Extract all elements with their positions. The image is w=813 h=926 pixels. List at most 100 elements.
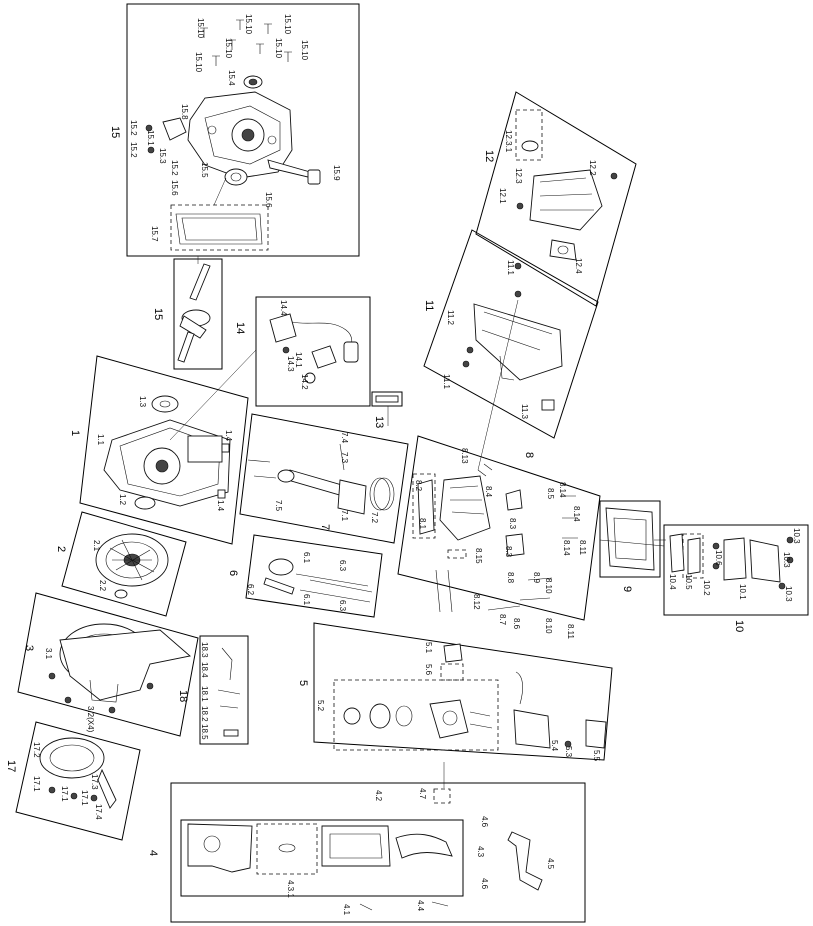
group-16-crankshaft: 15	[152, 258, 223, 370]
svg-text:4.2: 4.2	[374, 790, 383, 802]
svg-text:18.3: 18.3	[200, 642, 209, 658]
svg-text:7: 7	[319, 524, 331, 530]
svg-text:6.1: 6.1	[302, 594, 311, 606]
group-1-crankcase: 1 1.3 1.1 1.2 1.4 1.4	[69, 349, 257, 545]
group-10-air-filter: 10 10.4 10.5 10.2 10.6 10.1 10.3 10.3 10…	[663, 524, 809, 632]
svg-text:8.5: 8.5	[546, 488, 555, 500]
svg-text:11.1: 11.1	[442, 374, 451, 390]
svg-text:8.13: 8.13	[460, 448, 469, 464]
svg-text:13: 13	[373, 416, 385, 428]
svg-text:15.1: 15.1	[146, 130, 155, 146]
svg-text:1.1: 1.1	[96, 434, 105, 446]
svg-text:8.12: 8.12	[472, 594, 481, 610]
group-18-governor-linkage: 18.3 18.4 18.1 18.2 18.5 18	[177, 635, 249, 745]
svg-text:10.3: 10.3	[782, 552, 791, 568]
svg-text:12.3: 12.3	[514, 168, 523, 184]
svg-text:8.11: 8.11	[566, 624, 575, 640]
svg-text:8.3: 8.3	[504, 546, 513, 558]
svg-text:8.14: 8.14	[572, 506, 581, 522]
svg-text:1.3: 1.3	[138, 396, 147, 408]
svg-text:9: 9	[621, 586, 633, 592]
svg-text:15.10: 15.10	[196, 18, 205, 39]
svg-text:17: 17	[5, 760, 17, 772]
svg-text:14.3: 14.3	[286, 356, 295, 372]
svg-text:7.4: 7.4	[340, 432, 349, 444]
svg-text:15.7: 15.7	[150, 226, 159, 242]
svg-text:8.8: 8.8	[506, 572, 515, 584]
svg-text:12.2: 12.2	[588, 160, 597, 176]
svg-text:10.3: 10.3	[784, 586, 793, 602]
group-14-ignition-coil: 14.4 14.1 14.3 14.2 14	[234, 296, 371, 407]
group-7-piston-connecting-rod: 7 7.4 7.3 7.5 7.1 7.2	[239, 413, 409, 544]
svg-text:4.6: 4.6	[480, 816, 489, 828]
svg-text:8.3: 8.3	[508, 518, 517, 530]
group-8-cylinder-head: 8 8.13 8.2 8.1 8.4 8.3 8.3 8.15 8.14 8.1…	[397, 435, 601, 640]
svg-text:4.4: 4.4	[416, 900, 425, 912]
svg-text:6.1: 6.1	[302, 552, 311, 564]
group-5-carburetor: 5 5.1 5.6 5.2 5.4 5.3 5.5	[297, 622, 613, 762]
svg-text:7.3: 7.3	[340, 452, 349, 464]
svg-text:4.1: 4.1	[342, 904, 351, 916]
svg-text:15.10: 15.10	[274, 38, 283, 59]
svg-text:12.3.1: 12.3.1	[504, 130, 513, 153]
svg-text:17.2: 17.2	[32, 742, 41, 758]
svg-text:2: 2	[55, 546, 67, 552]
svg-text:14.4: 14.4	[279, 300, 288, 316]
svg-text:7.5: 7.5	[274, 500, 283, 512]
svg-text:10.3: 10.3	[792, 528, 801, 544]
svg-text:8.2: 8.2	[414, 480, 423, 492]
svg-text:8: 8	[523, 452, 535, 458]
svg-text:4.3: 4.3	[476, 846, 485, 858]
svg-text:5.5: 5.5	[592, 750, 601, 762]
svg-text:10: 10	[733, 620, 745, 632]
svg-text:6.2: 6.2	[246, 584, 255, 596]
svg-text:15.10: 15.10	[194, 52, 203, 73]
svg-text:4.6: 4.6	[480, 878, 489, 890]
svg-text:18: 18	[177, 690, 189, 702]
group-12-muffler: 12 12.3.1 12.2 12.3 12.1 12.4	[475, 91, 637, 307]
svg-text:4.3.1: 4.3.1	[286, 880, 295, 898]
svg-text:15.3: 15.3	[158, 148, 167, 164]
callout-1: 1	[69, 430, 81, 436]
svg-text:8.14: 8.14	[562, 540, 571, 556]
svg-text:10.6: 10.6	[714, 550, 723, 566]
group-15-crankcase-cover: 15 15.10 15.10 15.10 15.10	[109, 3, 360, 257]
svg-text:5.1: 5.1	[424, 642, 433, 654]
svg-text:11.1: 11.1	[506, 260, 515, 276]
svg-text:15.2: 15.2	[170, 160, 179, 176]
svg-text:8.6: 8.6	[512, 618, 521, 630]
svg-text:15.4: 15.4	[227, 70, 236, 86]
group-6-camshaft: 6 6.1 6.3 6.2 6.1 6.3	[227, 534, 383, 618]
svg-text:15.10: 15.10	[224, 38, 233, 59]
svg-text:6.3: 6.3	[338, 560, 347, 572]
svg-text:11.2: 11.2	[446, 310, 455, 326]
svg-text:10.5: 10.5	[684, 574, 693, 590]
svg-text:6: 6	[227, 570, 239, 576]
svg-text:15.10: 15.10	[283, 14, 292, 35]
svg-text:8.11: 8.11	[578, 540, 587, 556]
svg-text:17.1: 17.1	[32, 776, 41, 792]
svg-text:7.1: 7.1	[340, 510, 349, 522]
svg-text:10.1: 10.1	[738, 584, 747, 600]
svg-text:18.4: 18.4	[200, 662, 209, 678]
svg-text:4: 4	[147, 850, 159, 856]
svg-text:14.1: 14.1	[294, 352, 303, 368]
svg-text:11: 11	[423, 300, 435, 311]
group-17-recoil-starter: 17 17.2 17.1 17.1 17.1 17.3 17.4	[5, 721, 141, 841]
svg-text:2.1: 2.1	[92, 540, 101, 552]
svg-text:15.6: 15.6	[264, 192, 273, 208]
svg-text:15.5: 15.5	[200, 162, 209, 178]
svg-text:1.2: 1.2	[118, 494, 127, 506]
svg-text:8.10: 8.10	[544, 618, 553, 634]
svg-text:15.9: 15.9	[332, 165, 341, 181]
svg-text:15.6: 15.6	[170, 180, 179, 196]
svg-text:14: 14	[234, 322, 246, 334]
svg-text:18.2: 18.2	[200, 706, 209, 722]
svg-text:4.5: 4.5	[546, 858, 555, 870]
svg-text:17.3: 17.3	[90, 774, 99, 790]
svg-text:8.4: 8.4	[484, 486, 493, 498]
svg-text:17.4: 17.4	[94, 804, 103, 820]
group-4-fuel-tank: 4 4.2 4.7 4.6 4.3 4.5 4.6 4.3.1 4.1 4.4	[147, 782, 586, 923]
svg-text:15.10: 15.10	[300, 40, 309, 61]
